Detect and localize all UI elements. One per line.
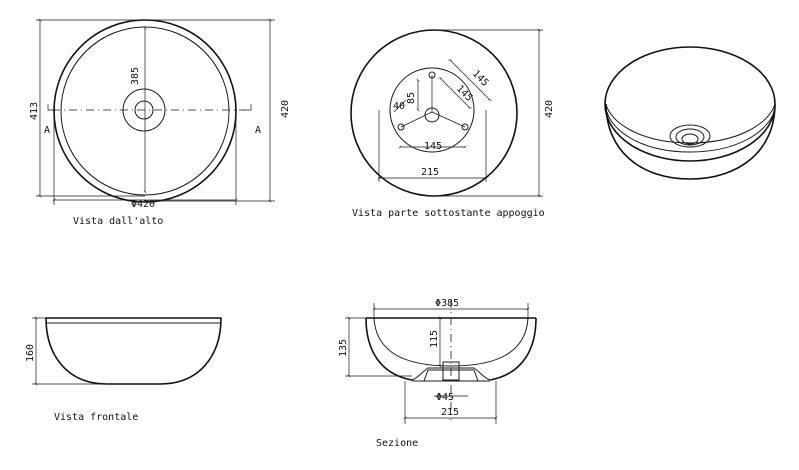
bottom-dim-145-diag: 145: [470, 68, 491, 89]
front-view: 160 Vista frontale: [25, 316, 222, 423]
dim-left-label: 413: [29, 102, 40, 120]
bottom-dim-40: 40: [393, 101, 405, 112]
front-dim-height: 160: [25, 344, 36, 362]
bottom-view-foot-ring: [389, 67, 475, 153]
section-dim-115: 115: [429, 330, 440, 348]
dim-width-label: Φ420: [131, 199, 155, 210]
perspective-drain-outer: [669, 124, 711, 148]
dim-right-label: 420: [280, 100, 291, 118]
perspective-drain-inner: [681, 133, 699, 145]
bottom-dim-145-bottom: 145: [424, 141, 442, 152]
section-dim-45: Φ45: [436, 392, 454, 403]
perspective-view: [604, 46, 776, 180]
perspective-bowl-body: [605, 103, 776, 180]
top-view-caption: Vista dall'alto: [73, 216, 163, 227]
front-view-bowl: [45, 317, 222, 385]
perspective-drain-mid: [675, 128, 705, 146]
bottom-view-caption: Vista parte sottostante appoggio: [352, 208, 545, 219]
section-mark-right-icon: [243, 104, 252, 111]
bottom-dim-85: 85: [406, 92, 417, 104]
bottom-view-hole-3: [461, 123, 469, 131]
section-view: Φ385 135 115 Φ45 215 Sezione: [338, 298, 537, 449]
section-dim-215: 215: [441, 407, 459, 418]
bottom-view: 145 145 145 85 40 215 420 Vista parte so…: [350, 28, 555, 219]
section-mark-left-icon: [47, 104, 56, 111]
section-mark-right: A: [255, 125, 261, 136]
bottom-dim-215: 215: [421, 167, 439, 178]
dim-inner-label: 385: [130, 67, 141, 85]
section-outer-shell: [365, 317, 537, 381]
bottom-dim-420: 420: [544, 100, 555, 118]
section-dim-135: 135: [338, 339, 349, 357]
section-caption: Sezione: [376, 438, 418, 449]
section-dim-top: Φ385: [435, 298, 459, 309]
top-view: 385 Φ420 413 420 A A Vista dall'alto: [29, 18, 291, 227]
section-mark-left: A: [44, 125, 50, 136]
front-view-caption: Vista frontale: [54, 412, 138, 423]
section-inner-shell: [373, 317, 529, 367]
bottom-dim-145-inner: 145: [454, 83, 475, 104]
bottom-view-hole-2: [397, 123, 405, 131]
